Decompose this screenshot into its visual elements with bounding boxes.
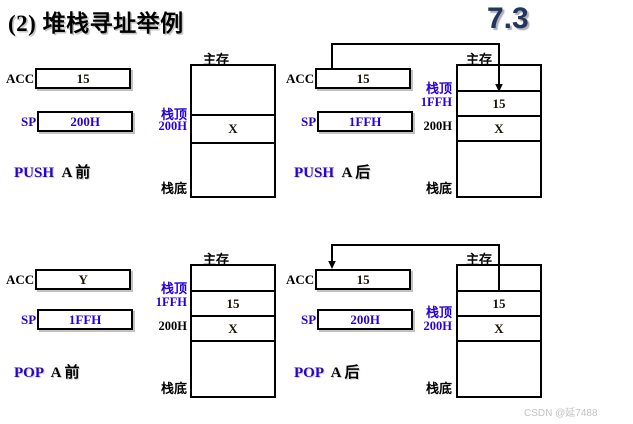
memory-cell: X	[458, 117, 540, 142]
main-memory-title: 主存	[203, 52, 230, 67]
operation-name: POP	[294, 365, 324, 381]
acc-label: ACC	[6, 70, 35, 86]
acc-register-row: ACC 15	[6, 68, 132, 89]
acc-value: Y	[78, 271, 88, 287]
stack-top-address: 200H	[423, 319, 452, 333]
page-title: (2) 堆栈寻址举例	[8, 11, 184, 36]
sp-value: 1FFH	[348, 113, 382, 129]
operation-when: 前	[75, 165, 91, 181]
stack-bottom-label: 栈底	[425, 181, 452, 196]
memory-cell: X	[192, 116, 274, 144]
sp-value-box: 200H	[37, 111, 134, 132]
operation-when: 前	[64, 365, 80, 381]
acc-register-row: ACC 15	[286, 68, 412, 89]
stack-top-address: 1FFH	[420, 95, 452, 109]
acc-value: 15	[356, 70, 370, 86]
acc-label: ACC	[6, 271, 35, 287]
stack-top-label: 栈顶	[160, 281, 187, 296]
acc-value-box: 15	[35, 68, 132, 89]
second-address: 200H	[423, 119, 452, 133]
acc-label: ACC	[286, 70, 315, 86]
stack-top-label: 栈顶	[160, 107, 187, 122]
acc-value-box: Y	[35, 269, 132, 290]
sp-register-row: SP 200H	[21, 111, 134, 132]
operation-caption: PUSH A 后	[294, 161, 370, 182]
csdn-watermark: CSDN @延7488	[524, 408, 598, 419]
stack-bottom-label: 栈底	[425, 381, 452, 396]
sp-value-box: 200H	[317, 309, 414, 330]
acc-value: 15	[356, 271, 370, 287]
operation-when: 后	[344, 365, 360, 381]
memory-cell	[458, 142, 540, 196]
stack-top-label: 栈顶	[425, 305, 452, 320]
slide-number: 7.3	[487, 2, 529, 35]
acc-label: ACC	[286, 271, 315, 287]
acc-register-row: ACC Y	[6, 269, 132, 290]
sp-label: SP	[301, 113, 317, 129]
memory-cell	[192, 342, 274, 396]
memory-table: 15 X	[456, 264, 542, 398]
operation-arg: A	[61, 165, 72, 181]
operation-caption: PUSH A 前	[14, 161, 90, 182]
sp-label: SP	[21, 311, 37, 327]
memory-cell	[458, 342, 540, 396]
memory-cell: X	[458, 317, 540, 342]
memory-cell: 15	[458, 292, 540, 317]
main-memory-title: 主存	[203, 252, 230, 267]
sp-value: 1FFH	[68, 311, 102, 327]
memory-cell	[192, 266, 274, 292]
operation-arg: A	[341, 165, 352, 181]
sp-value-box: 1FFH	[37, 309, 134, 330]
acc-value: 15	[76, 70, 90, 86]
operation-when: 后	[355, 165, 371, 181]
sp-register-row: SP 200H	[301, 309, 414, 330]
sp-label: SP	[21, 113, 37, 129]
acc-register-row: ACC 15	[286, 269, 412, 290]
operation-arg: A	[50, 365, 61, 381]
sp-value: 200H	[350, 311, 380, 327]
memory-cell	[192, 144, 274, 196]
sp-label: SP	[301, 311, 317, 327]
memory-cell: X	[192, 317, 274, 342]
memory-cell: 15	[458, 92, 540, 117]
operation-caption: POP A 前	[14, 361, 79, 382]
memory-cell	[458, 266, 540, 292]
acc-value-box: 15	[315, 68, 412, 89]
sp-value-box: 1FFH	[317, 111, 414, 132]
memory-table: 15 X	[456, 64, 542, 198]
memory-table: 15 X	[190, 264, 276, 398]
operation-name: PUSH	[294, 165, 335, 181]
memory-cell	[192, 66, 274, 116]
sp-register-row: SP 1FFH	[21, 309, 134, 330]
stack-top-address: 1FFH	[155, 295, 187, 309]
operation-caption: POP A 后	[294, 361, 359, 382]
stack-bottom-label: 栈底	[160, 181, 187, 196]
memory-table: X	[190, 64, 276, 198]
acc-value-box: 15	[315, 269, 412, 290]
operation-name: PUSH	[14, 165, 55, 181]
stack-bottom-label: 栈底	[160, 381, 187, 396]
stack-top-address: 200H	[158, 119, 187, 133]
memory-cell: 15	[192, 292, 274, 317]
memory-cell	[458, 66, 540, 92]
sp-value: 200H	[70, 113, 100, 129]
operation-arg: A	[330, 365, 341, 381]
sp-register-row: SP 1FFH	[301, 111, 414, 132]
operation-name: POP	[14, 365, 44, 381]
second-address: 200H	[158, 319, 187, 333]
